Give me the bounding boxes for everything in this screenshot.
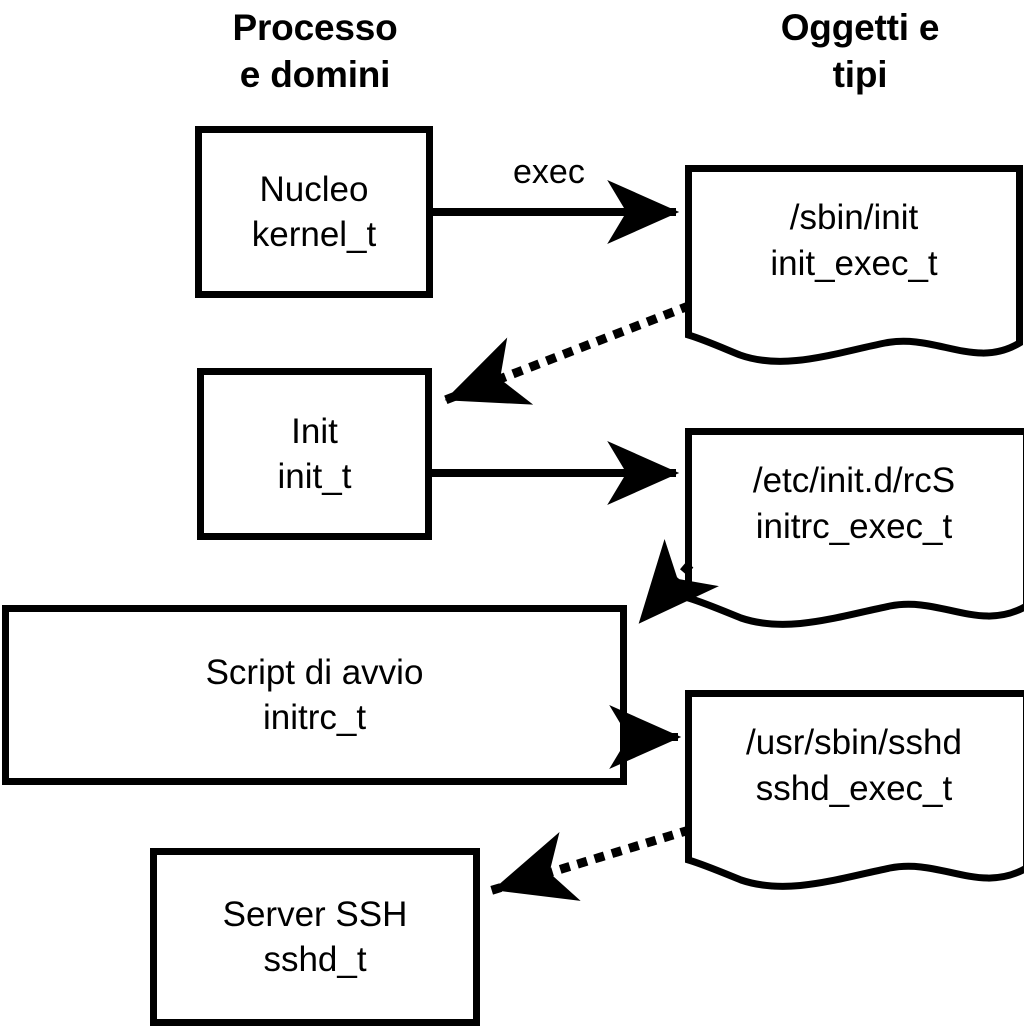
edge-initrc-exec-to-initrc bbox=[634, 538, 719, 628]
process-box-initrc[interactable]: Script di avvio initrc_t bbox=[2, 605, 627, 785]
process-box-sshd[interactable]: Server SSH sshd_t bbox=[150, 848, 480, 1026]
process-box-init-label: Init init_t bbox=[277, 411, 352, 497]
process-box-sshd-label: Server SSH sshd_t bbox=[222, 894, 408, 980]
process-box-kernel-label: Nucleo kernel_t bbox=[251, 169, 377, 255]
process-box-initrc-label: Script di avvio initrc_t bbox=[205, 652, 424, 738]
edge-label-exec: exec bbox=[513, 153, 585, 191]
process-box-init[interactable]: Init init_t bbox=[197, 368, 432, 540]
object-shape-initrc-exec[interactable]: /etc/init.d/rcS initrc_exec_t bbox=[685, 428, 1024, 633]
column-header-processes: Processo e domini bbox=[232, 7, 398, 96]
object-shape-sshd-exec[interactable]: /usr/sbin/sshd sshd_exec_t bbox=[685, 690, 1024, 895]
edge-init-exec-to-init bbox=[442, 301, 692, 405]
column-header-objects: Oggetti e tipi bbox=[780, 7, 940, 96]
edge-sshd-exec-to-sshd bbox=[490, 825, 692, 901]
process-box-kernel[interactable]: Nucleo kernel_t bbox=[195, 126, 433, 298]
object-shape-init-exec[interactable]: /sbin/init init_exec_t bbox=[685, 165, 1023, 370]
